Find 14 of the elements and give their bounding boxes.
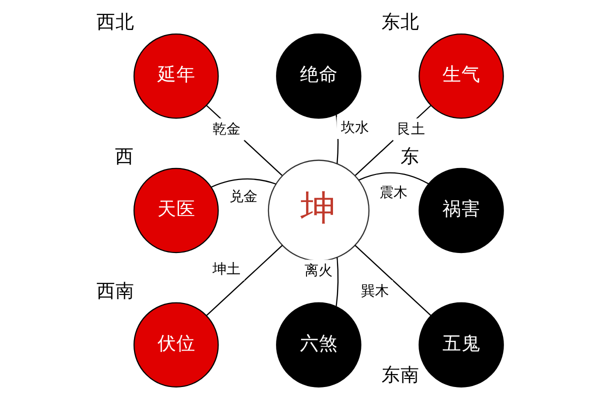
edge-label: 巽木 — [360, 284, 389, 300]
node-label: 西 — [115, 146, 134, 168]
node-label: 东 — [400, 146, 420, 168]
edge-label: 坤土 — [212, 262, 240, 278]
node-label: 东南 — [381, 364, 420, 386]
edge-label: 离火 — [304, 263, 333, 280]
node-label: 西北 — [96, 12, 134, 33]
edge-label: 震木 — [380, 185, 408, 202]
node-label: 西南 — [96, 280, 134, 302]
node-label: 东北 — [381, 12, 420, 33]
edge-label: 乾金 — [212, 122, 240, 138]
edge-label: 兑金 — [230, 188, 258, 205]
edge-label: 艮土 — [397, 122, 426, 138]
edge-label: 坎水 — [340, 120, 369, 136]
